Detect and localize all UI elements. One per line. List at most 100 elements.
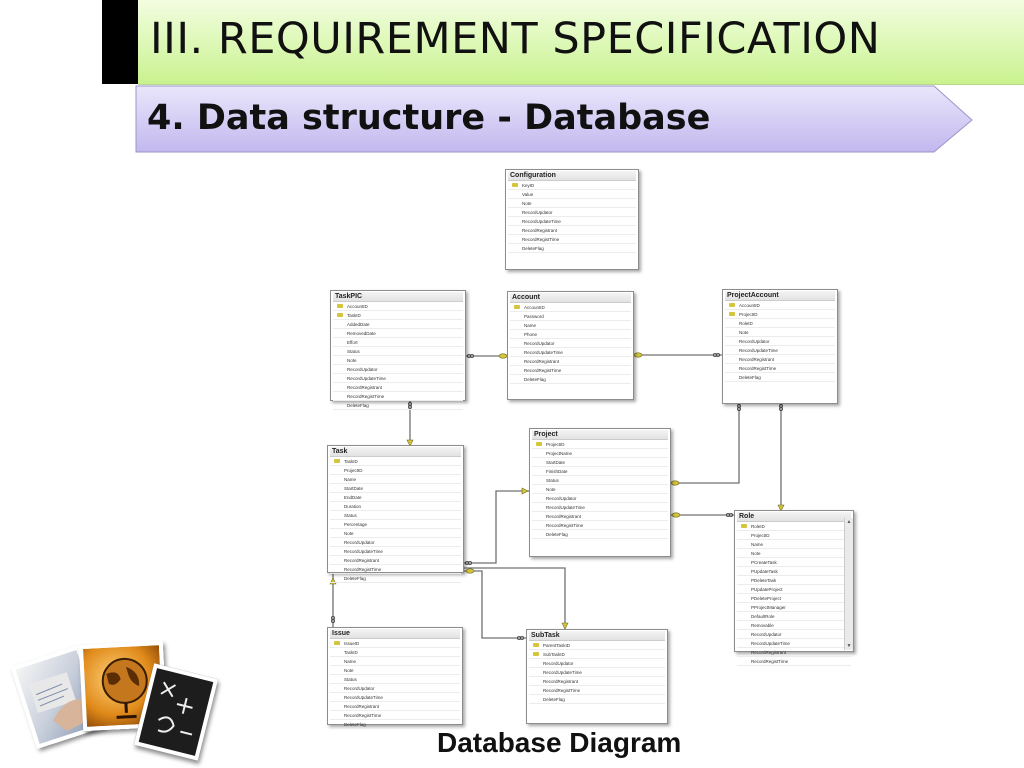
table-column-row[interactable]: ProjectName xyxy=(532,449,668,458)
table-column-row[interactable]: RecordRegistTime xyxy=(532,521,668,530)
table-column-row[interactable]: RecordRegistTime xyxy=(529,686,665,695)
table-column-row[interactable]: ProjectID xyxy=(725,310,835,319)
table-column-row[interactable]: Status xyxy=(532,476,668,485)
table-column-row[interactable]: RecordUpdateTime xyxy=(508,217,636,226)
table-column-row[interactable]: Name xyxy=(510,321,631,330)
table-column-row[interactable]: RecordRegistrant xyxy=(510,357,631,366)
table-column-row[interactable]: RecordUpdateTime xyxy=(330,693,460,702)
table-column-row[interactable]: RecordRegistTime xyxy=(330,565,461,574)
table-column-row[interactable]: RecordUpdator xyxy=(330,538,461,547)
table-column-row[interactable]: RecordRegistrant xyxy=(532,512,668,521)
table-column-row[interactable]: RecordRegistTime xyxy=(510,366,631,375)
table-column-row[interactable]: PCreateTask xyxy=(737,558,851,567)
table-column-row[interactable]: ParentTaskID xyxy=(529,641,665,650)
table-column-row[interactable]: RecordUpdateTime xyxy=(532,503,668,512)
table-column-row[interactable]: StartDate xyxy=(532,458,668,467)
table-column-row[interactable]: RecordUpdator xyxy=(532,494,668,503)
table-column-row[interactable]: RecordUpdateTime xyxy=(330,547,461,556)
table-column-row[interactable]: RecordUpdator xyxy=(725,337,835,346)
table-column-row[interactable]: Value xyxy=(508,190,636,199)
table-column-row[interactable]: RecordRegistrant xyxy=(508,226,636,235)
table-column-row[interactable]: KeyID xyxy=(508,181,636,190)
scroll-up-icon[interactable]: ▲ xyxy=(846,519,852,525)
table-column-row[interactable]: IssueID xyxy=(330,639,460,648)
table-column-row[interactable]: StartDate xyxy=(330,484,461,493)
table-column-row[interactable]: RecordUpdator xyxy=(529,659,665,668)
table-column-row[interactable]: DeleteFlag xyxy=(508,244,636,253)
table-column-row[interactable]: DefaultRole xyxy=(737,612,851,621)
table-column-row[interactable]: RecordRegistrant xyxy=(330,702,460,711)
table-column-row[interactable]: Effort xyxy=(333,338,463,347)
table-column-row[interactable]: SubTaskID xyxy=(529,650,665,659)
table-column-row[interactable]: RecordUpdator xyxy=(737,630,851,639)
table-column-row[interactable]: DeleteFlag xyxy=(532,530,668,539)
table-column-row[interactable]: RecordRegistTime xyxy=(330,711,460,720)
table-column-row[interactable]: DeleteFlag xyxy=(333,401,463,410)
table-column-row[interactable]: RecordRegistrant xyxy=(725,355,835,364)
table-column-row[interactable]: RecordUpdateTime xyxy=(737,639,851,648)
table-column-row[interactable]: RecordUpdateTime xyxy=(529,668,665,677)
table-column-row[interactable]: RecordUpdateTime xyxy=(725,346,835,355)
table-column-row[interactable]: RecordUpdator xyxy=(330,684,460,693)
table-column-row[interactable]: RecordRegistrant xyxy=(330,556,461,565)
table-column-row[interactable]: RecordUpdator xyxy=(510,339,631,348)
table-column-row[interactable]: Name xyxy=(330,475,461,484)
table-column-row[interactable]: RecordUpdateTime xyxy=(510,348,631,357)
table-column-row[interactable]: RecordUpdator xyxy=(333,365,463,374)
table-column-row[interactable]: Note xyxy=(508,199,636,208)
table-column-row[interactable]: Password xyxy=(510,312,631,321)
table-column-row[interactable]: PUpdateTask xyxy=(737,567,851,576)
table-column-row[interactable]: RecordUpdator xyxy=(508,208,636,217)
table-column-row[interactable]: TaskID xyxy=(330,648,460,657)
table-column-row[interactable]: Duration xyxy=(330,502,461,511)
table-column-row[interactable]: Phone xyxy=(510,330,631,339)
table-column-row[interactable]: Note xyxy=(532,485,668,494)
table-column-row[interactable]: ProjectID xyxy=(532,440,668,449)
table-column-row[interactable]: DeleteFlag xyxy=(330,720,460,729)
table-column-row[interactable]: RecordRegistTime xyxy=(333,392,463,401)
table-column-row[interactable]: RecordUpdateTime xyxy=(333,374,463,383)
table-column-row[interactable]: RecordRegistTime xyxy=(725,364,835,373)
table-column-row[interactable]: Note xyxy=(330,529,461,538)
table-column-row[interactable]: Status xyxy=(333,347,463,356)
table-column-row[interactable]: PDeleteTask xyxy=(737,576,851,585)
table-column-row[interactable]: RecordRegistrant xyxy=(737,648,851,657)
table-column-row[interactable]: Status xyxy=(330,511,461,520)
table-column-row[interactable]: AccountID xyxy=(333,302,463,311)
table-column-row[interactable]: Name xyxy=(330,657,460,666)
table-column-row[interactable]: RecordRegistTime xyxy=(508,235,636,244)
table-column-row[interactable]: PProjectManager xyxy=(737,603,851,612)
table-column-row[interactable]: TaskID xyxy=(333,311,463,320)
table-column-row[interactable]: RemovedDate xyxy=(333,329,463,338)
table-column-row[interactable]: RecordRegistTime xyxy=(737,657,851,666)
table-column-row[interactable]: AccountID xyxy=(725,301,835,310)
table-column-row[interactable]: ProjectID xyxy=(737,531,851,540)
table-column-row[interactable]: ProjectID xyxy=(330,466,461,475)
table-column-row[interactable]: FinishDate xyxy=(532,467,668,476)
table-column-row[interactable]: AddedDate xyxy=(333,320,463,329)
table-column-row[interactable]: Note xyxy=(725,328,835,337)
table-column-row[interactable]: Status xyxy=(330,675,460,684)
table-column-row[interactable]: DeleteFlag xyxy=(725,373,835,382)
table-column-row[interactable]: DeleteFlag xyxy=(510,375,631,384)
table-column-row[interactable]: Note xyxy=(737,549,851,558)
role-table-scrollbar[interactable]: ▲ ▼ xyxy=(844,518,853,650)
table-column-row[interactable]: DeleteFlag xyxy=(529,695,665,704)
table-column-row[interactable]: TaskID xyxy=(330,457,461,466)
table-column-row[interactable]: DeleteFlag xyxy=(330,574,461,583)
table-column-row[interactable]: PUpdateProject xyxy=(737,585,851,594)
table-column-row[interactable]: EndDate xyxy=(330,493,461,502)
table-column-row[interactable]: Note xyxy=(330,666,460,675)
table-column-row[interactable]: PDeleteProject xyxy=(737,594,851,603)
table-column-row[interactable]: RecordRegistrant xyxy=(529,677,665,686)
table-column-row[interactable]: Note xyxy=(333,356,463,365)
table-column-row[interactable]: Percentage xyxy=(330,520,461,529)
